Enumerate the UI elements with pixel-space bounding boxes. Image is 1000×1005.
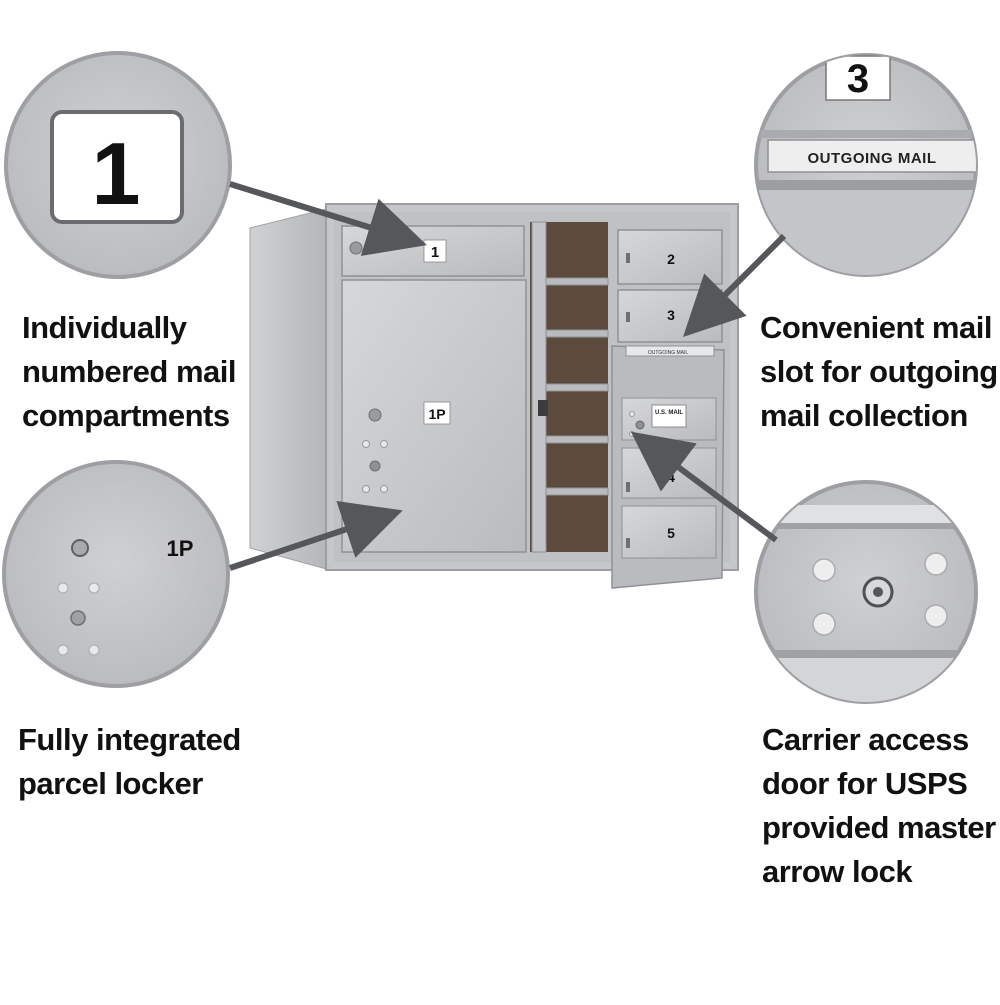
callout-line: arrow lock (762, 854, 913, 889)
door-label-3: 3 (667, 307, 675, 323)
zoom-number-3: 3 (847, 57, 869, 101)
carrier-plate: U.S. MAIL (655, 410, 683, 416)
outgoing-mail-slot[interactable] (625, 345, 715, 357)
lock-icon (369, 460, 381, 472)
arrow-to-outgoing-slot (683, 233, 787, 337)
zoom-number-1: 1 (92, 124, 141, 223)
lock-icon (70, 610, 86, 626)
zoom-circle-carrier-lock (754, 480, 978, 704)
callout-line: slot for outgoing (760, 354, 998, 389)
door-label-2: 2 (667, 251, 675, 267)
arrow-to-parcel-locker (229, 500, 403, 571)
lock-icon (349, 241, 363, 255)
callout-line: Carrier access (762, 722, 969, 757)
zoom-circle-parcel-locker: 1P (2, 460, 230, 688)
callout-outgoing-slot: Convenient mail slot for outgoing mail c… (760, 306, 998, 438)
door-label-4: 4 (667, 469, 675, 485)
door-label-1: 1 (431, 244, 439, 261)
callout-line: mail collection (760, 398, 968, 433)
arrow-to-door-1 (229, 181, 427, 256)
callout-line: compartments (22, 398, 230, 433)
slot-tag: OUTGOING MAIL (648, 350, 689, 356)
zoom-outgoing-mail-tag: OUTGOING MAIL (808, 150, 937, 167)
zoom-label-1p: 1P (167, 536, 194, 561)
callout-numbered-compartments: Individually numbered mail compartments (22, 306, 237, 438)
arrow-to-carrier-lock (630, 431, 778, 543)
callout-line: parcel locker (18, 766, 203, 801)
lock-icon (71, 539, 89, 557)
zoom-circle-compartment-number: 1 (4, 51, 232, 279)
callout-line: Fully integrated (18, 722, 241, 757)
door-label-5: 5 (667, 525, 675, 541)
callout-line: provided master (762, 810, 996, 845)
compartment-door-5[interactable] (621, 505, 717, 559)
callout-line: door for USPS (762, 766, 968, 801)
side-panel (249, 207, 331, 571)
mailbox-unit: 1 1P 2 3 OUTGOING MAIL (249, 203, 739, 589)
callout-carrier-door: Carrier access door for USPS provided ma… (762, 718, 996, 894)
callout-line: Convenient mail (760, 310, 992, 345)
door-label-1p: 1P (428, 406, 445, 422)
master-arrow-lock-icon (635, 420, 645, 430)
callout-parcel-locker: Fully integrated parcel locker (18, 718, 241, 806)
callout-arrows (229, 181, 787, 571)
lock-icon (368, 408, 382, 422)
zoom-circle-outgoing-slot: 3 OUTGOING MAIL (754, 53, 978, 277)
callout-line: Individually (22, 310, 187, 345)
callout-line: numbered mail (22, 354, 237, 389)
